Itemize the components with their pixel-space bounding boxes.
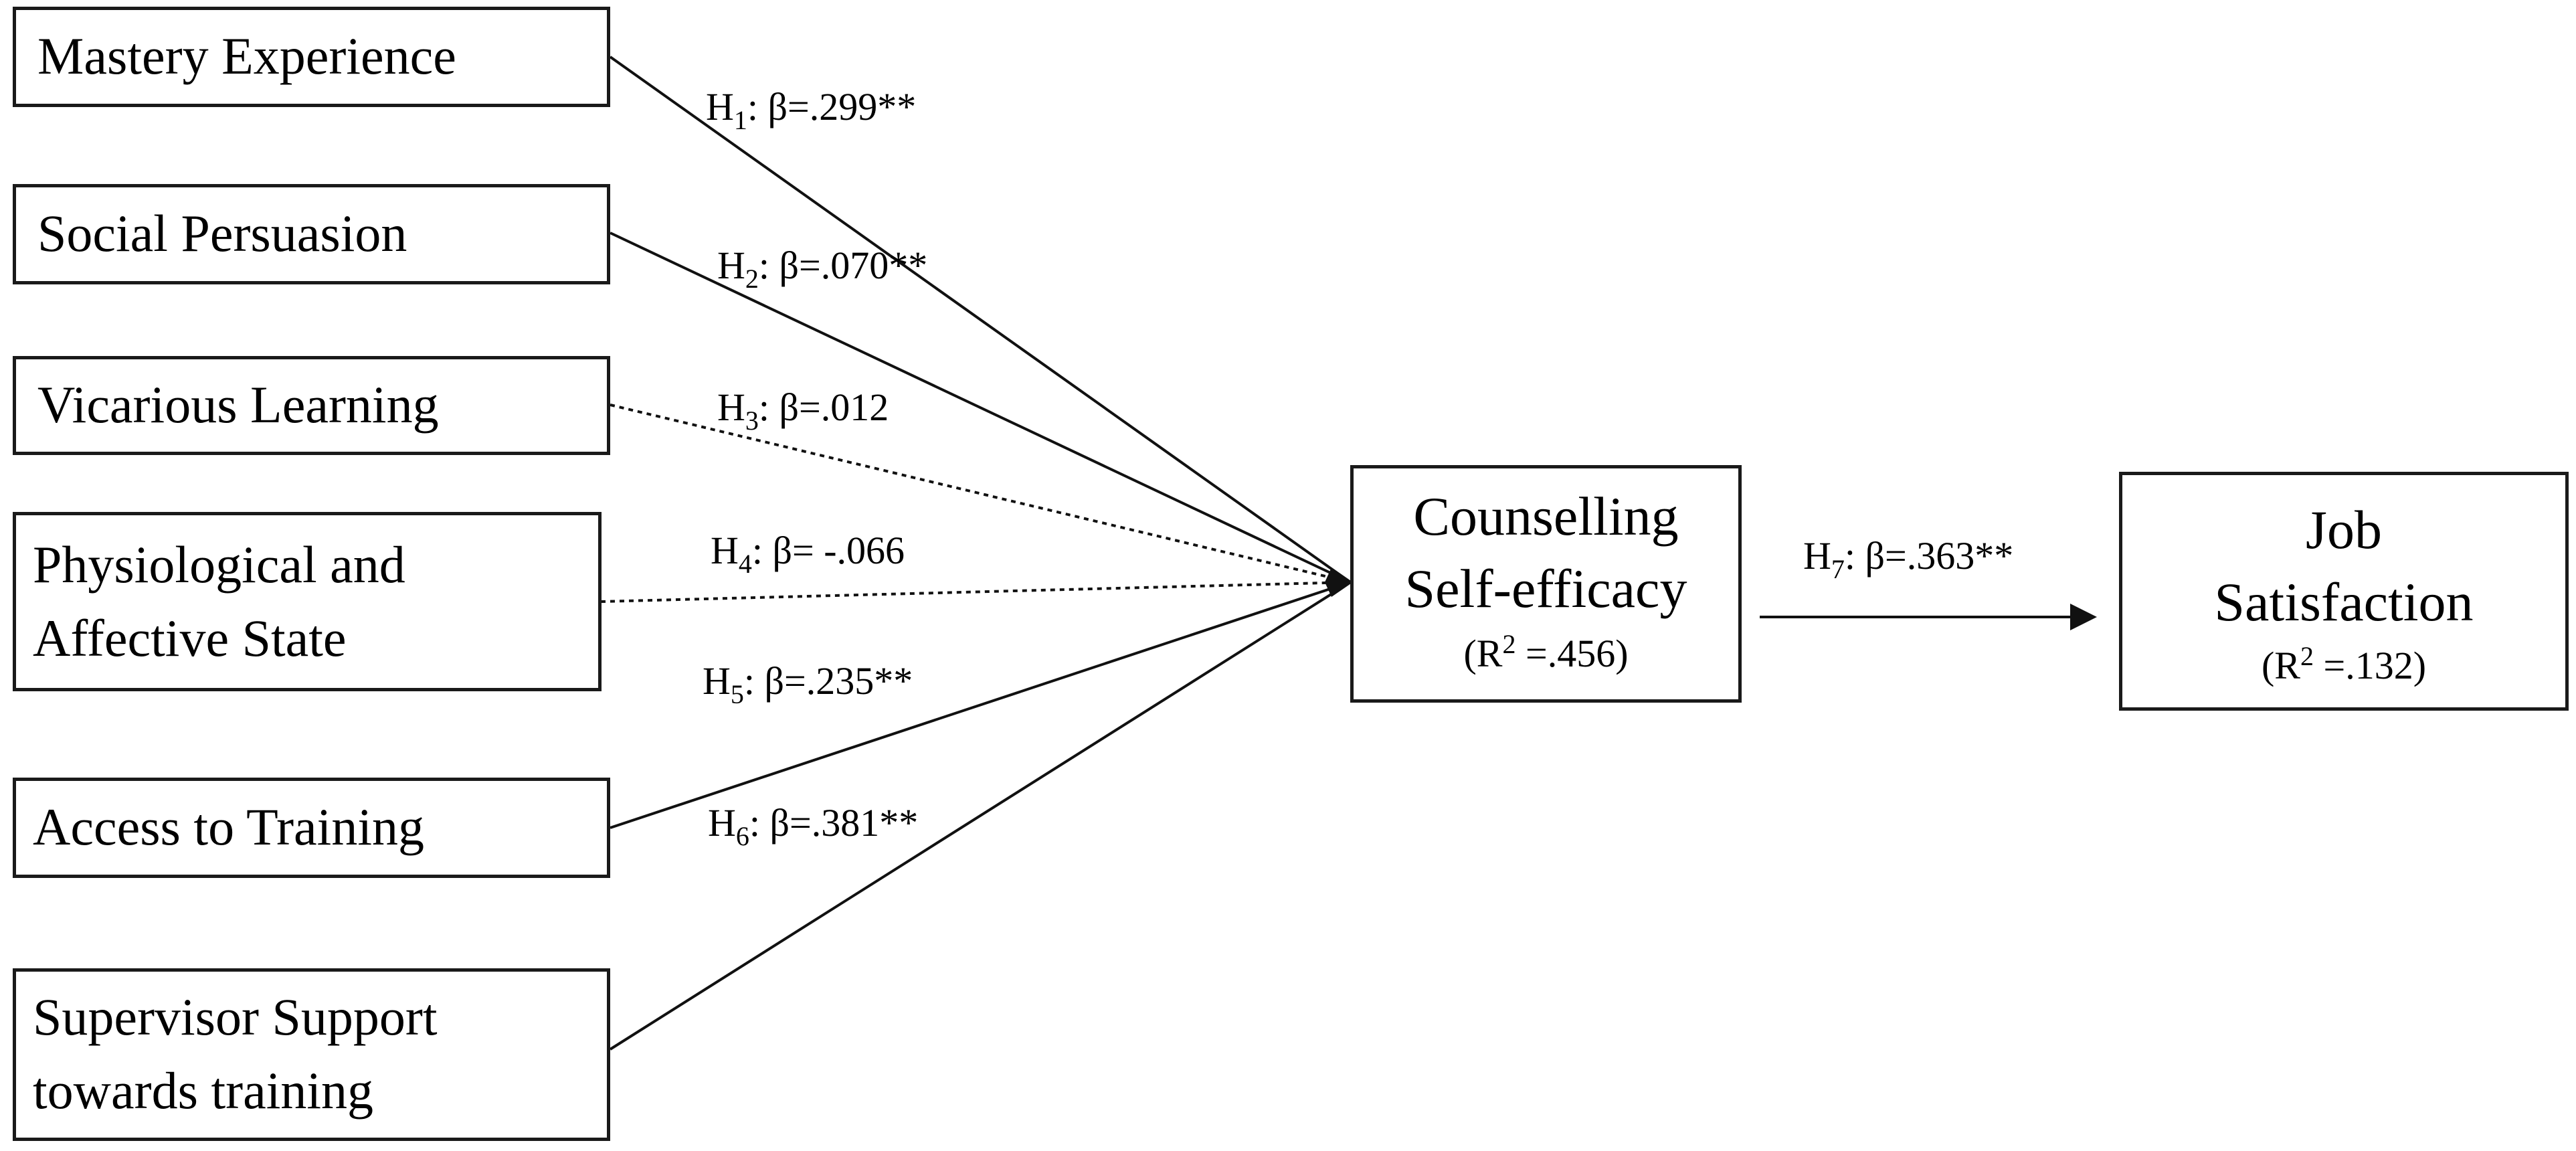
predictor-label-line-2: Affective State bbox=[33, 609, 347, 667]
predictor-box-mastery-experience: Mastery Experience bbox=[13, 7, 610, 107]
outcome-label-line-2: Satisfaction bbox=[2214, 571, 2474, 632]
predictor-label-line-2: towards training bbox=[33, 1061, 374, 1120]
convergence-arrowhead-icon bbox=[1325, 567, 1353, 597]
path-label-h2: H2: β=.070** bbox=[717, 244, 928, 294]
mediator-label-line-2: Self-efficacy bbox=[1404, 558, 1687, 619]
outcome-label-line-1: Job bbox=[2306, 499, 2382, 560]
predictor-label: Access to Training bbox=[33, 798, 424, 856]
path-line-h5 bbox=[610, 581, 1351, 829]
mediator-label-line-1: Counselling bbox=[1413, 486, 1679, 547]
path-line-h1 bbox=[609, 56, 1352, 584]
path-label-h6: H6: β=.381** bbox=[708, 801, 919, 851]
path-label-h1: H1: β=.299** bbox=[706, 85, 917, 135]
path-line-h4 bbox=[600, 581, 1351, 603]
predictor-label-line-1: Supervisor Support bbox=[33, 988, 438, 1046]
predictor-box-physiological-affective-state: Physiological and Affective State bbox=[13, 512, 602, 691]
predictor-box-supervisor-support: Supervisor Support towards training bbox=[13, 968, 610, 1141]
path-line-h2 bbox=[610, 232, 1351, 584]
predictor-label-line-1: Physiological and bbox=[33, 535, 405, 594]
predictor-label: Vicarious Learning bbox=[37, 375, 439, 434]
outcome-box-job-satisfaction: Job Satisfaction (R2 =.132) bbox=[2119, 472, 2569, 711]
predictor-label: Mastery Experience bbox=[37, 27, 456, 85]
path-label-h4: H4: β= -.066 bbox=[711, 529, 905, 579]
path-label-h7: H7: β=.363** bbox=[1803, 534, 2014, 584]
path-line-h6 bbox=[609, 581, 1352, 1051]
mediator-box-counselling-self-efficacy: Counselling Self-efficacy (R2 =.456) bbox=[1350, 465, 1742, 703]
predictor-box-social-persuasion: Social Persuasion bbox=[13, 184, 610, 284]
predictor-box-vicarious-learning: Vicarious Learning bbox=[13, 356, 610, 455]
mediator-r-squared: (R2 =.456) bbox=[1463, 629, 1629, 675]
predictor-label: Social Persuasion bbox=[37, 204, 407, 262]
predictor-box-access-to-training: Access to Training bbox=[13, 778, 610, 878]
outcome-r-squared: (R2 =.132) bbox=[2261, 641, 2427, 687]
path-label-h3: H3: β=.012 bbox=[717, 385, 889, 436]
path-label-h5: H5: β=.235** bbox=[703, 659, 913, 709]
